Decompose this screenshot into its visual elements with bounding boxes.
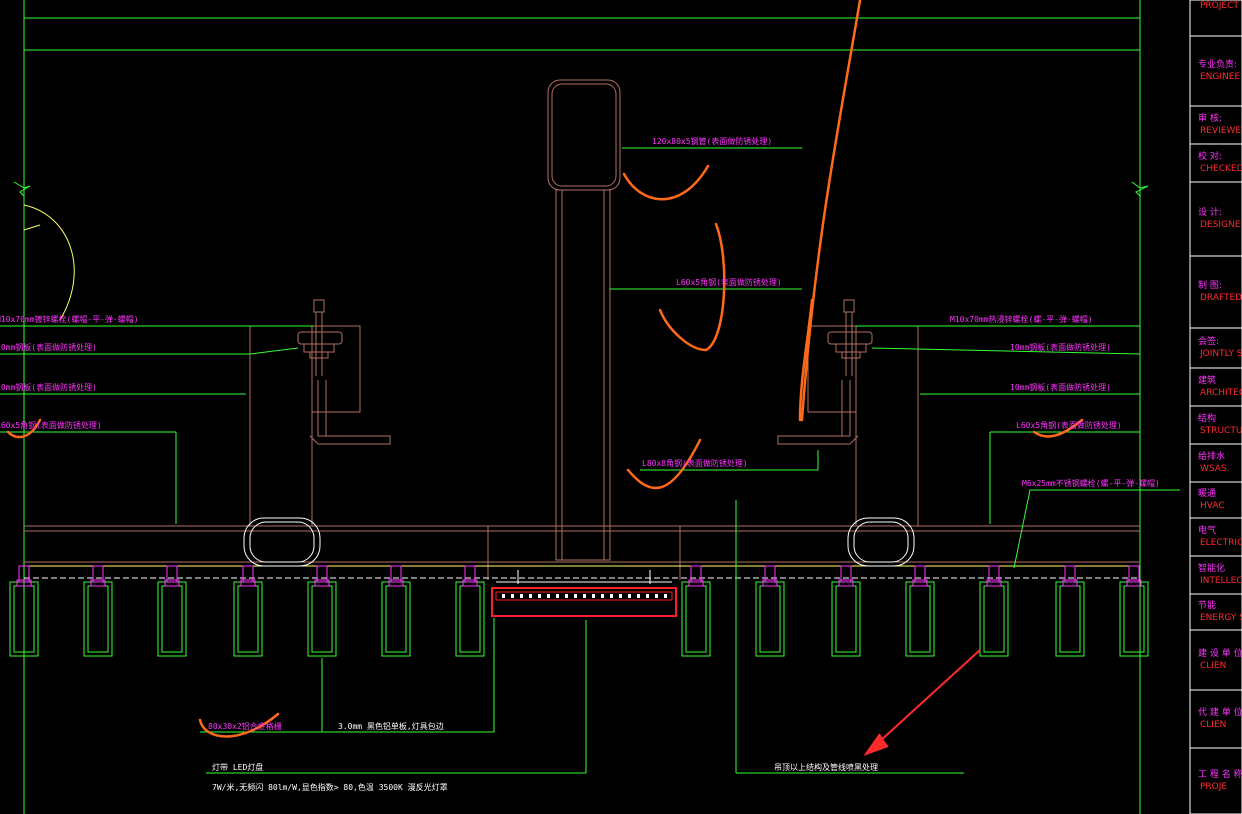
title-block-label-en: ENGINEE xyxy=(1200,72,1240,82)
title-block-label-cn: 节能 xyxy=(1198,599,1216,611)
label-steel-tube: 120x80x5钢管(表面做防锈处理) xyxy=(652,136,772,146)
grille-channel xyxy=(157,565,187,657)
leader-lines xyxy=(0,147,1180,774)
title-block-label-en: INTELLEC xyxy=(1200,576,1242,586)
title-block-label-cn: 建 设 单 位 xyxy=(1198,647,1242,659)
title-block-label-cn: 会签: xyxy=(1198,335,1219,347)
title-block-label-en: REVIEWE xyxy=(1200,126,1241,136)
grille-channel xyxy=(681,565,711,657)
title-block-label-cn: 校 对: xyxy=(1198,150,1222,162)
label-angle-l80: L80x8角钢(表面做防锈处理) xyxy=(642,458,748,468)
title-block-label-en: DESIGNE xyxy=(1200,220,1241,230)
title-block-label-en: HVAC xyxy=(1200,501,1225,511)
center-steel-post xyxy=(547,79,621,561)
note-led-label: 灯带 LED灯盘 xyxy=(212,762,263,772)
grille-channel xyxy=(979,565,1009,657)
grille-channel xyxy=(381,565,411,657)
title-block-label-en: DRAFTED xyxy=(1200,293,1242,303)
annotation-labels: 120x80x5钢管(表面做防锈处理) L60x5角钢(表面做防锈处理) L80… xyxy=(0,136,1160,731)
label-left-bolt: M10x70mm镀锌螺栓(螺帽-平-弹-螺帽) xyxy=(0,314,139,324)
alu-grille-row xyxy=(9,565,1149,657)
led-fixture xyxy=(491,570,677,617)
grille-channel xyxy=(307,565,337,657)
title-block-label-en: ENERGY S xyxy=(1200,613,1242,623)
grille-channel xyxy=(905,565,935,657)
title-block-label-cn: 代 建 单 位 xyxy=(1198,706,1242,718)
title-block-label-en: CHECKED xyxy=(1200,164,1242,174)
note-led-spec: 7W/米,无频闪 80lm/W,显色指数> 80,色温 3500K 漫反光灯罩 xyxy=(212,782,448,792)
title-block-label-cn: 设 计: xyxy=(1198,206,1222,218)
label-right-plate1: 10mm钢板(表面做防锈处理) xyxy=(1010,342,1111,352)
grille-channel xyxy=(755,565,785,657)
door-swing-arc xyxy=(23,204,75,321)
title-block-label-en: STRUCTUR xyxy=(1200,426,1242,436)
note-alu-sheet: 3.0mm 黑色铝单板,灯具包边 xyxy=(338,721,444,731)
grille-channel xyxy=(831,565,861,657)
label-right-bolt: M10x70mm热浸锌螺栓(螺-平-弹-螺帽) xyxy=(950,314,1093,324)
label-angle-l60: L60x5角钢(表面做防锈处理) xyxy=(676,277,782,287)
label-alu-channel: 80x30x2铝合金格栅 xyxy=(208,721,282,731)
grille-channel xyxy=(9,565,39,657)
cable-coils xyxy=(243,517,915,567)
left-hanger xyxy=(249,299,391,527)
label-right-angle: L60x5角钢(表面做防锈处理) xyxy=(1016,420,1122,430)
title-block: PROJECT 专业负责: ENGINEE 审 核: REVIEWE 校 对: CHECKE… xyxy=(1189,0,1242,814)
grille-channel xyxy=(83,565,113,657)
grille-channel xyxy=(1055,565,1085,657)
label-left-plate2: 10mm钢板(表面做防锈处理) xyxy=(0,382,97,392)
title-block-label-cn: 工 程 名 称 xyxy=(1198,768,1242,780)
title-block-label-cn: 智能化 xyxy=(1198,562,1225,574)
title-block-label-en: ELECTRIC xyxy=(1200,538,1242,548)
label-right-plate2: 10mm钢板(表面做防锈处理) xyxy=(1010,382,1111,392)
main-channels xyxy=(24,525,1140,580)
title-block-label-cn: 电气 xyxy=(1198,524,1216,536)
title-block-label-cn: 审 核: xyxy=(1198,112,1222,124)
grille-channel xyxy=(455,565,485,657)
title-block-label-cn: 制 图: xyxy=(1198,279,1222,291)
title-block-label-en: PROJECT xyxy=(1200,1,1239,11)
title-block-label-en: WSAS. xyxy=(1200,464,1230,474)
title-block-label-en: JOINTLY S xyxy=(1199,349,1242,359)
review-markups xyxy=(6,0,1084,738)
title-block-label-en: PROJE xyxy=(1200,782,1227,792)
title-block-label-cn: 专业负责: xyxy=(1198,58,1237,70)
label-left-plate1: 10mm钢板(表面做防锈处理) xyxy=(0,342,97,352)
title-block-label-cn: 建筑 xyxy=(1198,374,1216,386)
grille-channel xyxy=(233,565,263,657)
title-block-label-cn: 结构 xyxy=(1198,412,1216,424)
spec-notes: 3.0mm 黑色铝单板,灯具包边 灯带 LED灯盘 7W/米,无频闪 80lm/… xyxy=(212,721,878,792)
title-block-label-en: CLIEN xyxy=(1200,661,1226,671)
note-ceiling: 吊顶以上结构及管线喷黑处理 xyxy=(774,762,878,772)
title-block-label-cn: 给排水 xyxy=(1198,450,1225,462)
label-right-screw: M6x25mm不锈钢螺栓(螺-平-弹-螺帽) xyxy=(1022,478,1160,488)
title-block-label-en: CLIEN xyxy=(1200,720,1226,730)
markup-arrow xyxy=(863,649,981,757)
drawing-frame xyxy=(13,0,1149,814)
grille-channel xyxy=(1119,565,1149,657)
label-left-angle: L60x5角钢(表面做防锈处理) xyxy=(0,420,102,430)
title-block-label-en: ARCHITEC xyxy=(1200,388,1242,398)
title-block-label-cn: 暖通 xyxy=(1198,487,1216,499)
